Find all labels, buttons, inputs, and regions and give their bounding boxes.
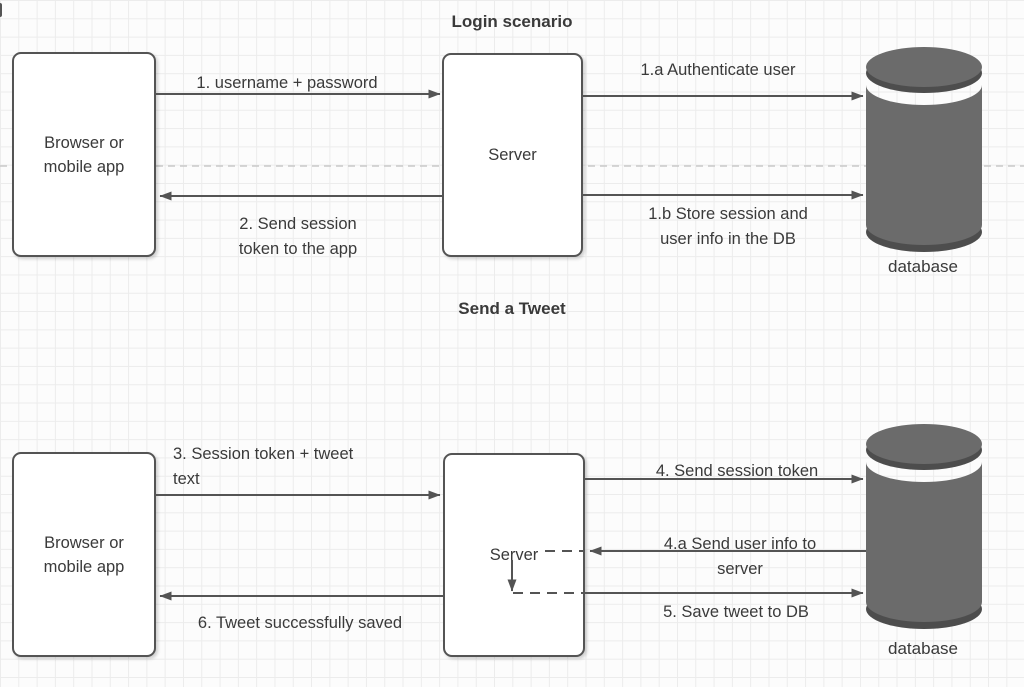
database-cylinder	[866, 424, 982, 629]
cylinder-body	[866, 462, 982, 622]
browser-box-label: Browser or mobile app	[43, 133, 125, 176]
browser-box-login: Browser or mobile app	[12, 52, 156, 257]
database-label-login: database	[888, 257, 958, 276]
cylinder-lid	[866, 47, 982, 87]
label-arrow-1: 1. username + password	[196, 74, 378, 92]
label-arrow-5: 5. Save tweet to DB	[663, 603, 809, 621]
section-title-login: Login scenario	[451, 12, 573, 31]
database-label-tweet: database	[888, 639, 958, 658]
server-box-tweet: Server	[443, 453, 585, 657]
section-title-tweet: Send a Tweet	[458, 299, 566, 318]
browser-box-tweet: Browser or mobile app	[12, 452, 156, 657]
server-box-login: Server	[442, 53, 583, 257]
cylinder-lid	[866, 424, 982, 464]
browser-box-label: Browser or mobile app	[43, 533, 125, 576]
server-box-label: Server	[489, 546, 539, 564]
label-arrow-6: 6. Tweet successfully saved	[197, 614, 403, 632]
label-arrow-3: 3. Session token + tweet text	[173, 445, 354, 488]
cylinder-body	[866, 85, 982, 245]
label-arrow-1b: 1.b Store session and user info in the D…	[648, 205, 808, 248]
label-arrow-2: 2. Send session token to the app	[238, 215, 358, 258]
label-arrow-4a: 4.a Send user info to server	[663, 535, 817, 578]
label-arrow-4: 4. Send session token	[655, 462, 819, 480]
database-cylinder	[866, 47, 982, 252]
clipped-shape-fragment	[0, 3, 2, 17]
label-arrow-1a: 1.a Authenticate user	[640, 61, 796, 79]
server-box-label: Server	[488, 146, 537, 164]
